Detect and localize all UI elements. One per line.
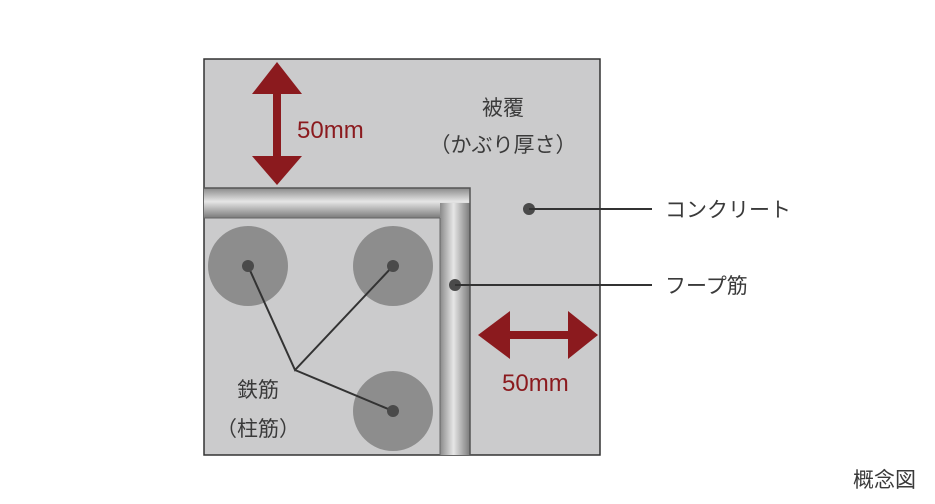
hoop-label: フープ筋	[665, 274, 748, 298]
caption: 概念図	[853, 468, 916, 492]
vertical-dimension-arrow	[252, 62, 302, 185]
leader-dot	[387, 260, 399, 272]
dimension-label-horizontal: 50mm	[502, 370, 569, 397]
hoop-leader	[449, 279, 652, 291]
horizontal-dimension-arrow	[478, 311, 598, 359]
cover-label: 被覆	[482, 96, 524, 120]
dimension-label-vertical: 50mm	[297, 117, 364, 144]
leader-dot	[387, 405, 399, 417]
hoop-bar	[204, 187, 471, 455]
rebar-leader-lines	[247, 265, 394, 412]
concrete-label: コンクリート	[665, 198, 791, 222]
concrete-leader	[523, 203, 652, 215]
rebar-sublabel: （柱筋）	[216, 417, 300, 441]
cover-sublabel: （かぶり厚さ）	[430, 133, 577, 157]
rebar-label: 鉄筋	[237, 378, 279, 402]
leader-dot	[242, 260, 254, 272]
